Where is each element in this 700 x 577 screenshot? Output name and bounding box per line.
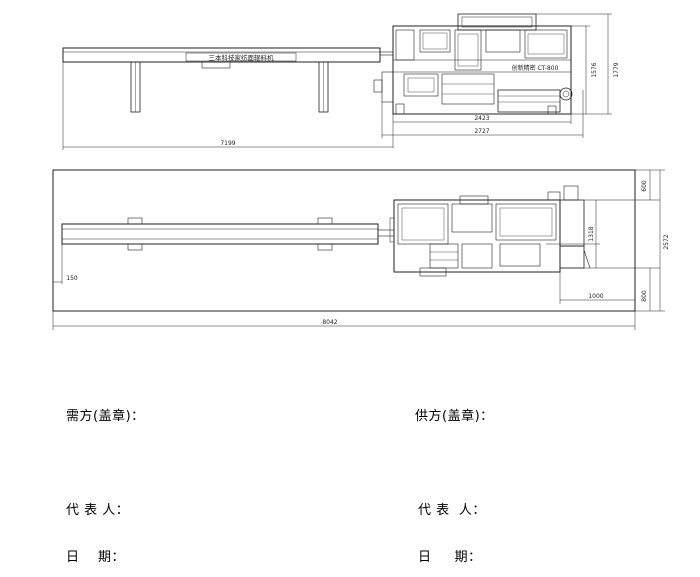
plan-outline: [52, 169, 636, 312]
dim-left-offset: 150: [66, 275, 78, 282]
plan-dimensions: [52, 169, 665, 330]
elevation-dimensions: [62, 13, 612, 150]
supplier-seal-label: 供方(盖章)：: [415, 409, 494, 424]
dim-right-width: 1000: [588, 293, 603, 300]
dim-length-total: 7199: [220, 140, 235, 147]
machine-body-plan: [389, 185, 591, 277]
machine-plate-text: 三本科技家纺面辊料机: [209, 53, 275, 62]
buyer-representative-label: 代 表 人：: [66, 503, 130, 518]
dim-top-extent: 600: [641, 180, 648, 192]
machine-body-elevation: 创新精密 CT-800: [373, 13, 573, 115]
supplier-date-label: 日 期：: [418, 550, 482, 565]
technical-drawing: 三本科技家纺面辊料机 创新精密 CT-800: [52, 13, 670, 330]
supplier-representative-label: 代 表 人：: [418, 503, 486, 518]
buyer-seal-label: 需方(盖章)：: [66, 409, 145, 424]
dim-mid-extent: 1318: [588, 226, 595, 241]
dim-height-b: 1779: [613, 62, 620, 77]
buyer-date-label: 日 期：: [66, 550, 126, 565]
dim-width-total: 2727: [474, 128, 489, 135]
dim-total-height: 2572: [663, 234, 670, 249]
elevation-view: 三本科技家纺面辊料机 创新精密 CT-800: [62, 13, 620, 150]
plan-conveyor-bar: [61, 223, 379, 245]
dim-bottom-extent: 800: [641, 290, 648, 302]
dim-total-length: 8042: [322, 319, 337, 326]
machine-model-text: 创新精密 CT-800: [512, 64, 559, 72]
dim-width-main: 2423: [474, 115, 489, 122]
dim-height-a: 1576: [591, 62, 598, 77]
plan-view: 150 600 1318 800 2572 1000 8042: [52, 169, 670, 330]
